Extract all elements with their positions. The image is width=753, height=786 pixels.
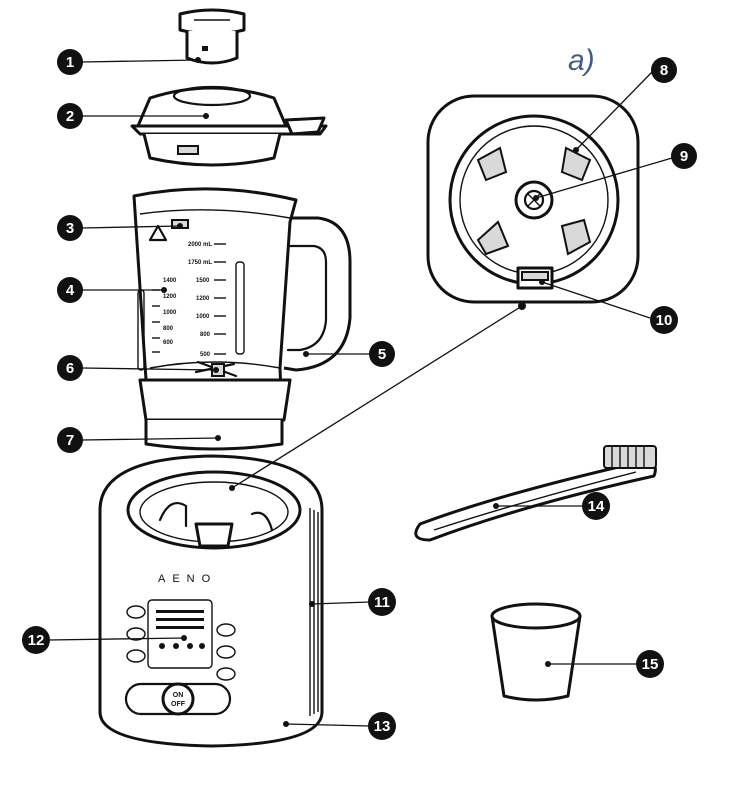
callout-2: 2 xyxy=(57,103,83,129)
callout-7: 7 xyxy=(57,427,83,453)
scale-right-7: 500 xyxy=(200,352,211,358)
motor-base: AENO ON OFF xyxy=(98,454,324,748)
scale-left-5: 600 xyxy=(163,340,174,346)
svg-text:3: 3 xyxy=(66,220,74,237)
callout-9: 9 xyxy=(671,143,697,169)
scale-right-4: 1200 xyxy=(196,296,210,302)
callout-11: 11 xyxy=(368,588,396,616)
svg-text:12: 12 xyxy=(28,632,45,649)
svg-text:2: 2 xyxy=(66,108,74,125)
svg-text:15: 15 xyxy=(642,656,659,673)
svg-text:1: 1 xyxy=(66,54,74,71)
scale-right-2: 1750 mL xyxy=(188,260,212,266)
power-button-off-text: OFF xyxy=(171,701,186,708)
callout-3: 3 xyxy=(57,215,83,241)
callout-5: 5 xyxy=(369,341,395,367)
callout-10: 10 xyxy=(650,306,678,334)
base-top-detail: a) xyxy=(426,44,640,304)
lid xyxy=(130,85,328,167)
callout-6: 6 xyxy=(57,355,83,381)
callout-13: 13 xyxy=(368,712,396,740)
scale-left-2: 1200 xyxy=(163,294,177,300)
scale-right-6: 800 xyxy=(200,332,211,338)
scale-right-3: 1500 xyxy=(196,278,210,284)
svg-text:6: 6 xyxy=(66,360,74,377)
svg-text:13: 13 xyxy=(374,718,391,735)
blender-jug: 1400 1200 1000 800 600 2000 mL 1750 mL 1… xyxy=(132,187,352,451)
svg-text:9: 9 xyxy=(680,148,688,165)
scale-left-4: 800 xyxy=(163,326,174,332)
svg-text:5: 5 xyxy=(378,346,386,363)
svg-text:11: 11 xyxy=(374,594,390,611)
measuring-cap xyxy=(178,8,246,65)
cleaning-brush xyxy=(414,445,657,542)
callout-1: 1 xyxy=(57,49,83,75)
measuring-cup xyxy=(490,602,582,702)
svg-text:7: 7 xyxy=(66,432,74,449)
svg-text:8: 8 xyxy=(660,62,668,79)
scale-right-5: 1000 xyxy=(196,314,210,320)
svg-text:10: 10 xyxy=(656,312,673,329)
callout-12: 12 xyxy=(22,626,50,654)
svg-text:4: 4 xyxy=(66,282,75,299)
figure-label: a) xyxy=(568,44,595,77)
callout-8: 8 xyxy=(651,57,677,83)
power-button-on-text: ON xyxy=(173,692,184,699)
scale-right-1: 2000 mL xyxy=(188,242,212,248)
callout-14: 14 xyxy=(582,492,610,520)
callout-4: 4 xyxy=(57,277,83,303)
brand-logo-text: AENO xyxy=(158,573,217,585)
callout-15: 15 xyxy=(636,650,664,678)
scale-left-1: 1400 xyxy=(163,278,177,284)
leader-lines xyxy=(47,57,673,727)
scale-left-3: 1000 xyxy=(163,310,177,316)
svg-text:14: 14 xyxy=(588,498,605,515)
